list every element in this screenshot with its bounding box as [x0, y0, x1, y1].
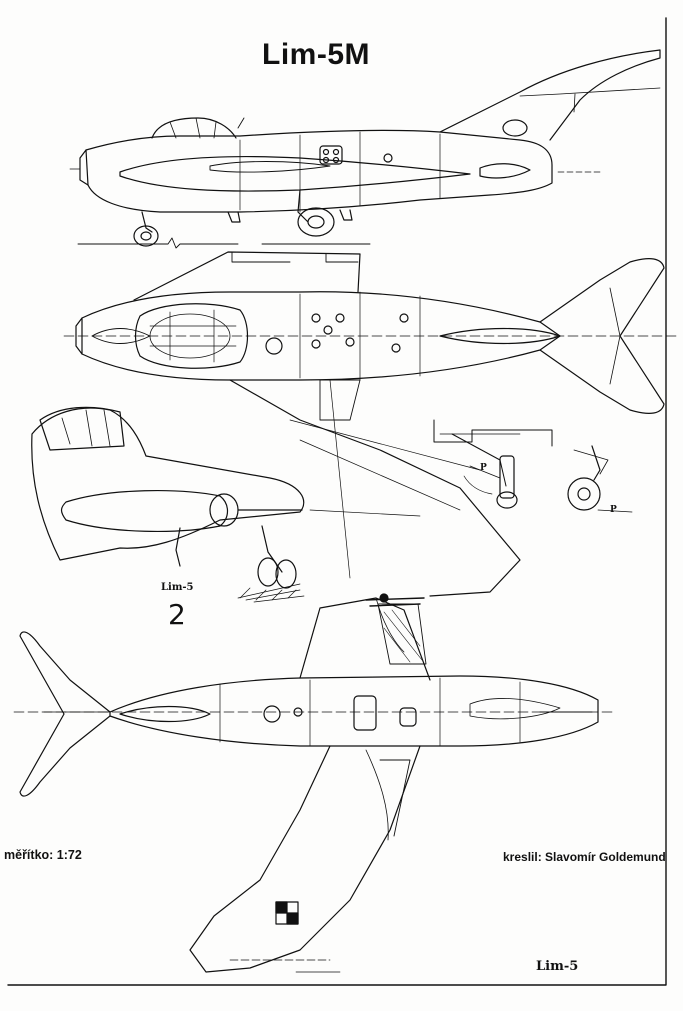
bottom-variant-label: Lim-5: [536, 959, 579, 974]
top-view: [63, 251, 677, 597]
landing-gear-detail: [433, 419, 633, 513]
gear-label-1: P: [480, 463, 487, 473]
page-border: [7, 17, 667, 986]
perspective-sketch: [31, 406, 305, 603]
sheet-title: Lim-5M: [262, 38, 370, 71]
bottom-view: [13, 593, 613, 973]
author-credit: kreslil: Slavomír Goldemund: [503, 850, 666, 864]
side-view: [69, 49, 661, 249]
perspective-variant-label: Lim-5: [161, 582, 194, 593]
page-numeral: 2: [168, 598, 186, 631]
gear-label-2: P: [610, 505, 617, 515]
scale-label: měřítko: 1:72: [4, 848, 82, 862]
